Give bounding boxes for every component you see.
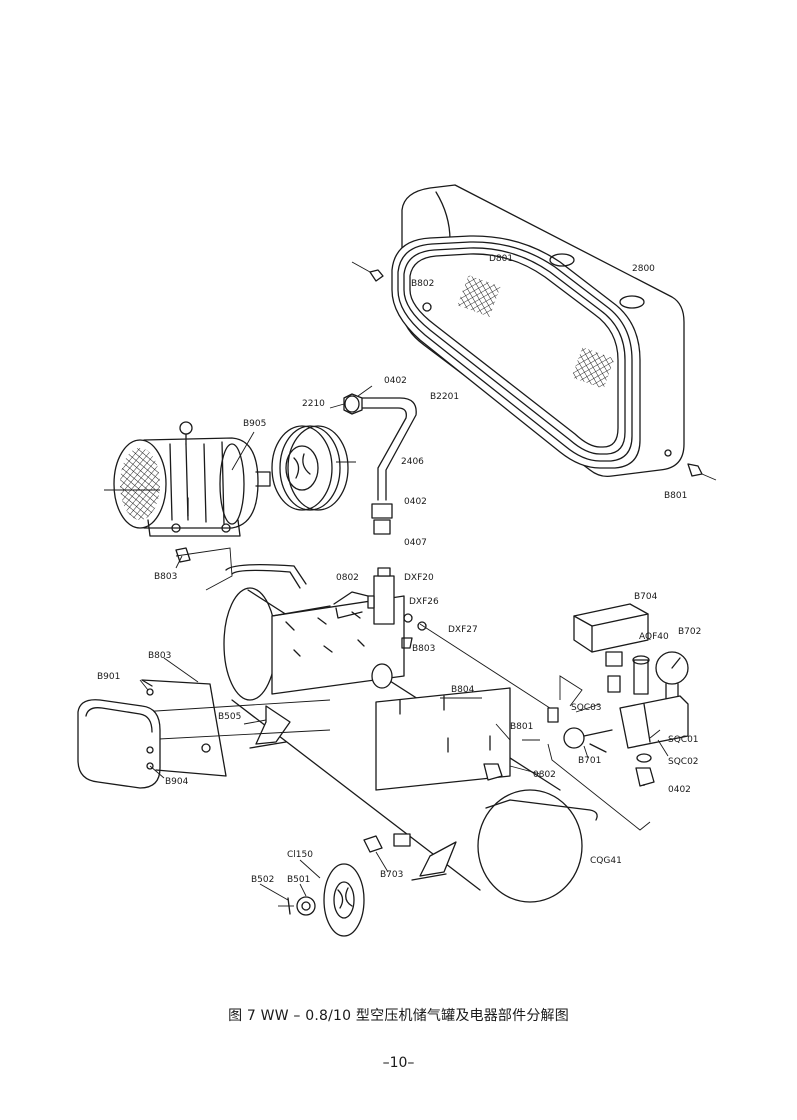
label-0402-mid: 0402	[404, 497, 427, 507]
label-B702: B702	[678, 627, 701, 637]
wiring	[139, 547, 651, 831]
label-SQC03: SQC03	[571, 703, 602, 713]
label-B804: B804	[451, 685, 475, 695]
discharge-pipe	[343, 393, 417, 535]
label-B502: B502	[251, 875, 274, 885]
label-B505: B505	[218, 712, 241, 722]
label-AQF40: AQF40	[639, 632, 669, 642]
label-CQG41: CQG41	[590, 856, 622, 866]
label-DXF20: DXF20	[404, 573, 434, 583]
label-B803-mid: B803	[412, 644, 435, 654]
label-B802: B802	[411, 279, 434, 289]
pulley	[271, 425, 356, 511]
pressure-switch-assembly	[547, 603, 689, 787]
label-DXF27: DXF27	[448, 625, 478, 635]
leader-lines	[139, 385, 669, 901]
part-labels: D801 2800 B802 B801 0402 B2201 2210 B905…	[97, 254, 701, 885]
label-B904: B904	[165, 777, 189, 787]
page-number: –10–	[382, 1055, 415, 1071]
label-B803-b: B803	[148, 651, 171, 661]
solenoid-valve	[333, 567, 427, 649]
label-B501: B501	[287, 875, 310, 885]
label-B901: B901	[97, 672, 120, 682]
label-DXF26: DXF26	[409, 597, 439, 607]
label-B2201: B2201	[430, 392, 459, 402]
figure-caption: 图 7 WW – 0.8/10 型空压机储气罐及电器部件分解图	[228, 1008, 569, 1024]
label-0802-top: 0802	[336, 573, 359, 583]
label-2210: 2210	[302, 399, 325, 409]
label-2800: 2800	[632, 264, 655, 274]
belt-guard	[351, 184, 717, 481]
junction-box	[77, 679, 227, 789]
electric-motor	[104, 421, 271, 563]
label-0407: 0407	[404, 538, 427, 548]
label-B801-top: B801	[664, 491, 687, 501]
label-B905: B905	[243, 419, 266, 429]
drain-assembly	[278, 833, 411, 937]
label-0402-top: 0402	[384, 376, 407, 386]
label-Cl150: Cl150	[287, 850, 313, 860]
air-tank	[223, 564, 598, 903]
label-B703: B703	[380, 870, 403, 880]
label-2406: 2406	[401, 457, 424, 467]
label-0802-bot: 0802	[533, 770, 556, 780]
label-B701: B701	[578, 756, 601, 766]
label-B801-mid: B801	[510, 722, 533, 732]
label-B803-left: B803	[154, 572, 177, 582]
label-D801: D801	[489, 254, 513, 264]
label-0402-bot: 0402	[668, 785, 691, 795]
label-B704: B704	[634, 592, 658, 602]
label-SQC01: SQC01	[668, 735, 699, 745]
label-SQC02: SQC02	[668, 757, 699, 767]
